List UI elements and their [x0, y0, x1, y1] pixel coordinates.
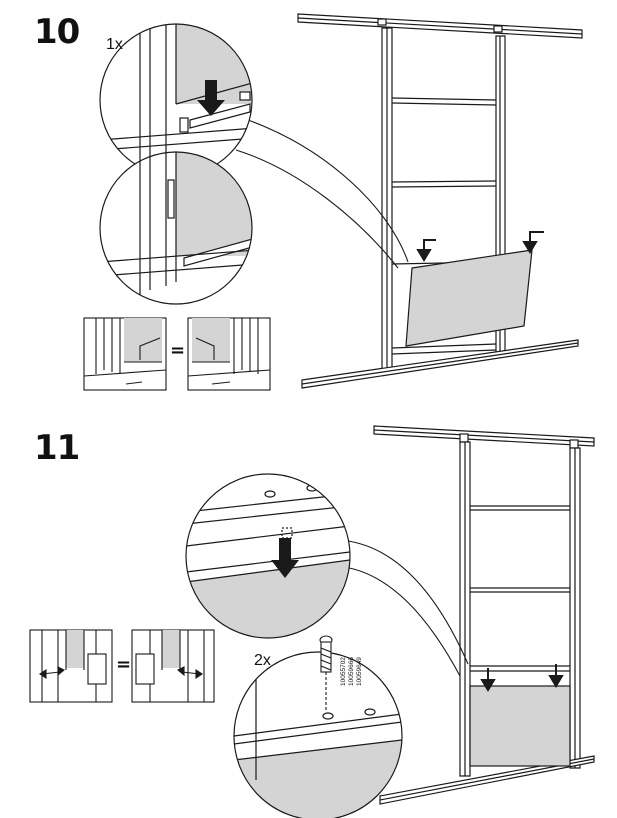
step11-detail-circle-top: [186, 474, 350, 638]
down-arrow-icon-11: [271, 538, 299, 578]
step11-detail-circle-bottom: [234, 652, 402, 818]
step11-callout-curve: [339, 539, 469, 665]
step10-equals-sign: =: [170, 340, 186, 361]
down-arrow-icon: [197, 80, 225, 116]
part-code-2: 10059666: [348, 657, 355, 686]
step10-insert-arrows: [416, 231, 544, 262]
screw-icon: [319, 635, 333, 710]
step-number-11: 11: [34, 428, 80, 468]
step11-compare-right: [131, 629, 215, 703]
step11-quantity: 2x: [254, 652, 271, 669]
step10-detail-circle-top: [100, 24, 252, 176]
step11-equals-sign: =: [116, 654, 132, 675]
step10-detail-circle-bottom: [100, 152, 252, 304]
part-code-1: 10055702: [340, 657, 347, 686]
step11-compare-left: [29, 629, 113, 703]
step11-lower-panel: [469, 685, 571, 767]
step-number-10: 10: [34, 12, 80, 52]
part-code-3: 10059649: [356, 657, 363, 686]
step10-compare-left: [83, 317, 167, 391]
step11-wardrobe-frame: [373, 425, 595, 805]
step11-down-arrows: [480, 664, 564, 692]
step10-glass-panel: [405, 249, 533, 347]
step10-compare-right: [187, 317, 271, 391]
step10-callout-curve: [247, 119, 409, 263]
step10-quantity: 1x: [106, 36, 123, 53]
